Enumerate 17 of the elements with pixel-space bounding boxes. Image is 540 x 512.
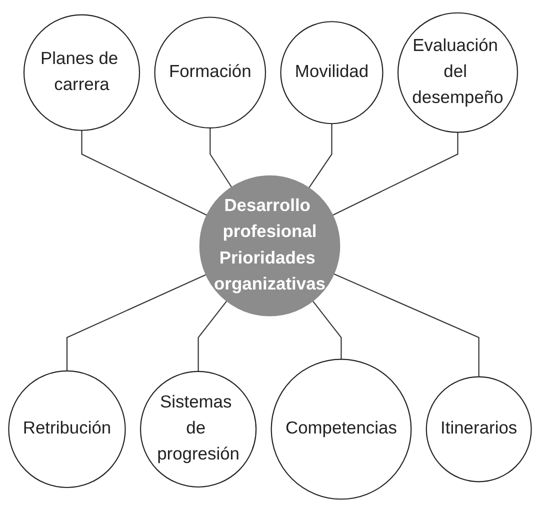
connector bbox=[198, 300, 228, 372]
connector bbox=[332, 132, 458, 216]
node-circle: Competencias bbox=[270, 358, 412, 500]
node-circle: Itinerarios bbox=[426, 376, 532, 482]
connector bbox=[334, 273, 480, 377]
node-circle: Retribución bbox=[8, 370, 126, 488]
connector bbox=[66, 274, 206, 371]
node-circle: Planes de carrera bbox=[23, 14, 140, 131]
node-circle: Desarrollo profesional Prioridades organizativas bbox=[199, 175, 340, 316]
node-circle: Evaluación del desempeño bbox=[397, 12, 518, 133]
node-circle: Movilidad bbox=[280, 21, 384, 124]
connector bbox=[308, 124, 332, 188]
node-circle: Sistemas de progresión bbox=[140, 370, 257, 488]
node-circle: Formación bbox=[154, 16, 266, 128]
connector bbox=[210, 128, 232, 188]
connector bbox=[312, 300, 342, 360]
connector bbox=[81, 130, 208, 216]
